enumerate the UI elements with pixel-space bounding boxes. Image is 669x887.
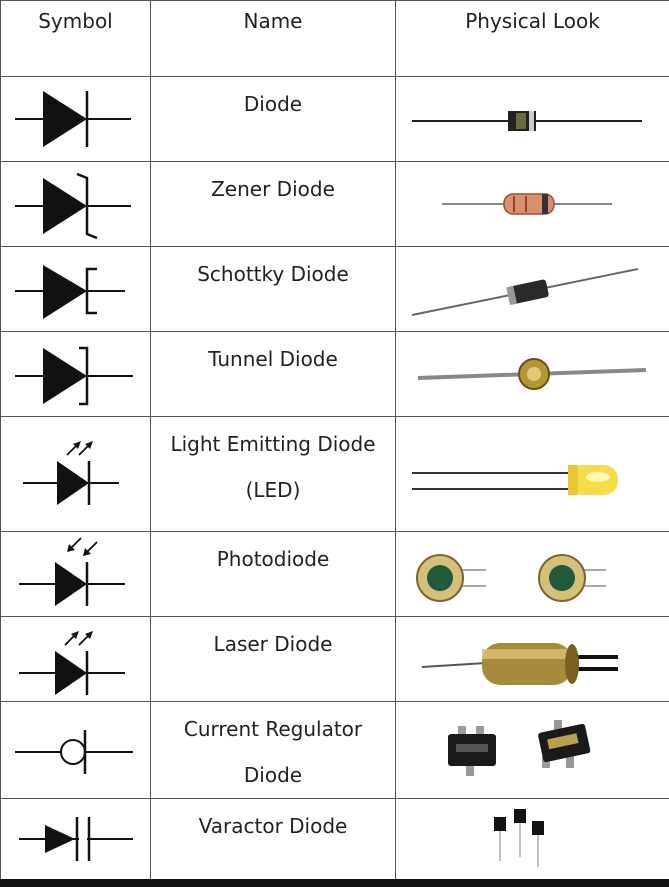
bottom-bar [0,879,669,887]
photodiode-photo [416,554,606,602]
row-name: Schottky Diode [197,262,349,286]
laser-diode-symbol-icon [19,631,125,695]
look-cell [395,76,669,162]
photodiode-symbol-icon [19,537,125,606]
look-cell [395,331,669,417]
row-name: Laser Diode [213,632,333,656]
table-row: Zener Diode [0,161,669,247]
diode-symbol-icon [15,91,131,147]
symbol-cell [0,246,151,332]
name-cell: Varactor Diode [150,798,396,885]
tunnel-diode-photo [417,358,647,390]
zener-diode-symbol-icon [15,172,131,240]
table-row: Current Regulator Diode [0,701,669,799]
look-cell [395,616,669,702]
row-name: Photodiode [216,547,330,571]
row-name-line1: Current Regulator [183,717,363,741]
look-cell [395,701,669,799]
symbol-cell [0,76,151,162]
look-cell [395,531,669,617]
varactor-diode-photo [494,809,544,867]
symbol-cell [0,798,151,885]
table-row: Schottky Diode [0,246,669,332]
header-physical-look: Physical Look [395,0,669,77]
header-name: Name [150,0,396,77]
symbol-cell [0,331,151,417]
name-cell: Diode [150,76,396,162]
row-name-line1: Light Emitting Diode [170,432,376,456]
row-name: Zener Diode [211,177,335,201]
table-row: Photodiode [0,531,669,617]
row-name: Varactor Diode [198,814,348,838]
axial-diode-photo [412,111,642,131]
look-cell [395,161,669,247]
look-cell [395,798,669,885]
led-symbol-icon [23,441,119,505]
symbol-cell [0,416,151,532]
varactor-diode-symbol-icon [19,817,133,861]
look-cell [395,246,669,332]
glass-zener-diode-photo [442,193,612,215]
name-cell: Zener Diode [150,161,396,247]
tunnel-diode-symbol-icon [15,346,133,406]
table-row: Diode [0,76,669,162]
table-row: Light Emitting Diode (LED) [0,416,669,532]
row-name-line2: (LED) [245,478,301,502]
smd-current-regulator-photo [448,720,591,776]
table-row: Varactor Diode [0,798,669,885]
current-regulator-diode-symbol-icon [15,730,133,774]
name-cell: Light Emitting Diode (LED) [150,416,396,532]
table-row: Laser Diode [0,616,669,702]
row-name-line2: Diode [243,763,303,787]
symbol-cell [0,531,151,617]
table-row: Tunnel Diode [0,331,669,417]
name-cell: Laser Diode [150,616,396,702]
header-symbol: Symbol [0,0,151,77]
yellow-led-photo [412,465,618,495]
row-name: Tunnel Diode [208,347,338,371]
name-cell: Tunnel Diode [150,331,396,417]
laser-diode-photo [421,643,618,685]
symbol-cell [0,616,151,702]
symbol-cell [0,701,151,799]
symbol-cell [0,161,151,247]
name-cell: Schottky Diode [150,246,396,332]
name-cell: Photodiode [150,531,396,617]
schottky-diode-photo [411,268,639,316]
look-cell [395,416,669,532]
name-cell: Current Regulator Diode [150,701,396,799]
row-name: Diode [243,92,303,116]
schottky-diode-symbol-icon [15,265,125,319]
header-row: Symbol Name Physical Look [0,0,669,77]
